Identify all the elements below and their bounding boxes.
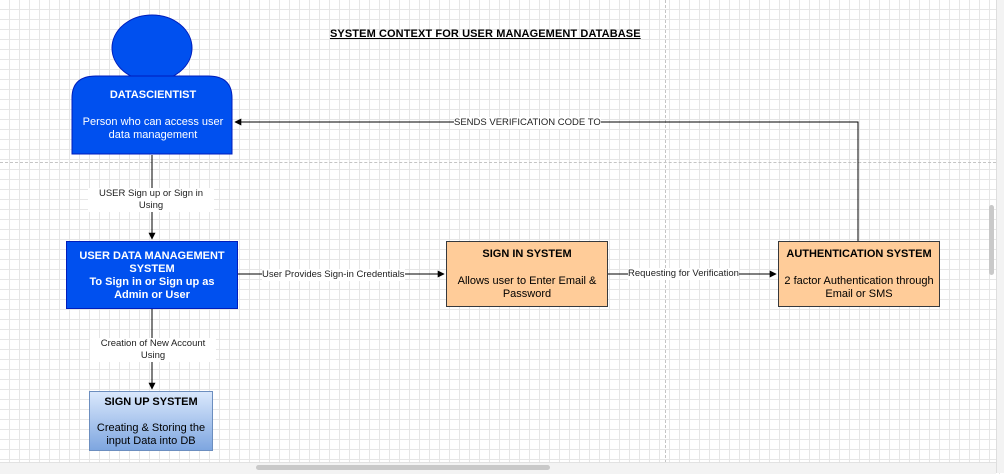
vertical-scrollbar[interactable] bbox=[996, 0, 1004, 473]
edge-label-verification[interactable]: Requesting for Verification bbox=[628, 268, 739, 280]
actor-shape[interactable] bbox=[71, 14, 233, 155]
node-title: SIGN UP SYSTEM bbox=[104, 396, 198, 408]
node-authentication-system[interactable]: AUTHENTICATION SYSTEM 2 factor Authentic… bbox=[778, 241, 940, 307]
page-break-horizontal bbox=[0, 162, 996, 163]
node-description: To Sign in or Sign up as Admin or User bbox=[89, 276, 215, 301]
edge-label-sends-code[interactable]: SENDS VERIFICATION CODE TO bbox=[454, 117, 601, 129]
vertical-scrollbar-thumb[interactable] bbox=[989, 205, 994, 275]
node-title: AUTHENTICATION SYSTEM bbox=[786, 248, 932, 260]
actor-head bbox=[111, 14, 193, 82]
node-user-data-management[interactable]: USER DATA MANAGEMENT SYSTEM To Sign in o… bbox=[66, 241, 238, 309]
node-description: Creating & Storing the input Data into D… bbox=[96, 422, 206, 447]
actor-name: DATASCIENTIST bbox=[109, 89, 197, 101]
node-title: USER DATA MANAGEMENT SYSTEM bbox=[79, 250, 225, 275]
horizontal-scrollbar-thumb[interactable] bbox=[256, 465, 550, 470]
diagram-title: SYSTEM CONTEXT FOR USER MANAGEMENT DATAB… bbox=[330, 28, 641, 40]
edge-label-credentials[interactable]: User Provides Sign-in Credentials bbox=[262, 269, 405, 281]
node-title: SIGN IN SYSTEM bbox=[482, 248, 572, 260]
edge-auth-to-actor[interactable] bbox=[234, 118, 859, 241]
actor-description: Person who can access user data manageme… bbox=[82, 116, 224, 141]
actor-body bbox=[71, 75, 233, 155]
edge-label-create-account[interactable]: Creation of New Account Using bbox=[90, 338, 216, 362]
page-break-vertical bbox=[665, 0, 666, 473]
node-description: Allows user to Enter Email & Password bbox=[457, 275, 597, 300]
edge-label-signup-signin[interactable]: USER Sign up or Sign in Using bbox=[88, 188, 214, 212]
node-description: 2 factor Authentication through Email or… bbox=[784, 275, 934, 300]
node-sign-in-system[interactable]: SIGN IN SYSTEM Allows user to Enter Emai… bbox=[446, 241, 608, 307]
node-sign-up-system[interactable]: SIGN UP SYSTEM Creating & Storing the in… bbox=[89, 391, 213, 451]
